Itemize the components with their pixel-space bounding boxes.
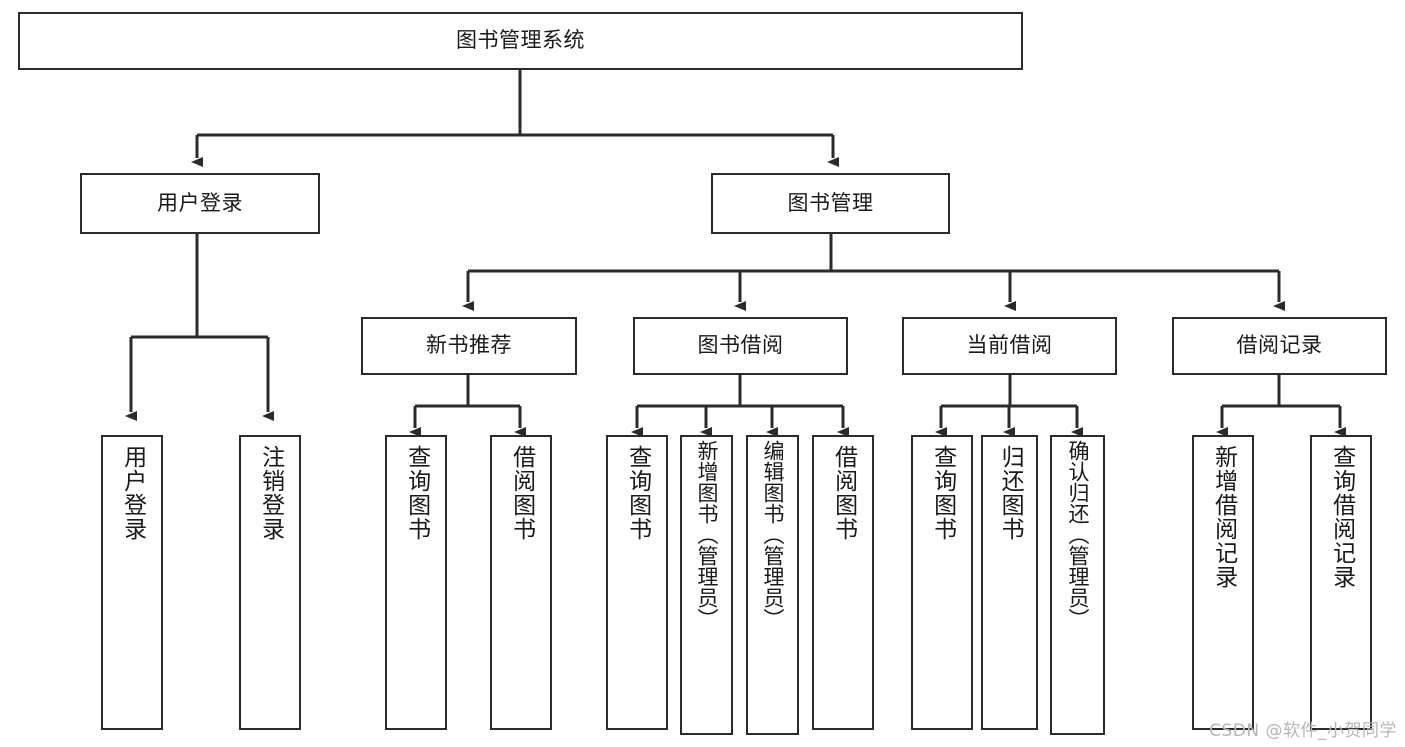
leaf-query-borrow-record[interactable]: 查询借阅记录 <box>1310 435 1372 730</box>
node-label: 确认归还（管理员） <box>1066 440 1091 629</box>
leaf-logout[interactable]: 注销登录 <box>239 435 301 730</box>
leaf-confirm-return-admin[interactable]: 确认归还（管理员） <box>1050 435 1105 735</box>
node-borrow-record[interactable]: 借阅记录 <box>1172 317 1387 375</box>
leaf-add-borrow-record[interactable]: 新增借阅记录 <box>1192 435 1254 730</box>
node-label: 查询借阅记录 <box>1328 445 1355 589</box>
node-label: 图书管理 <box>787 190 874 215</box>
leaf-add-book-admin[interactable]: 新增图书（管理员） <box>680 435 733 735</box>
leaf-borrow-book[interactable]: 借阅图书 <box>812 435 874 730</box>
node-label: 编辑图书（管理员） <box>761 440 786 629</box>
node-label: 新书推荐 <box>426 333 512 358</box>
node-label: 用户登录 <box>157 190 243 215</box>
node-root-system[interactable]: 图书管理系统 <box>18 12 1023 70</box>
csdn-watermark: CSDN @软件_小贺同学 <box>1209 721 1397 741</box>
node-label: 当前借阅 <box>966 333 1053 358</box>
node-label: 归还图书 <box>997 445 1024 541</box>
leaf-query-book-recommend[interactable]: 查询图书 <box>385 435 447 730</box>
node-book-management[interactable]: 图书管理 <box>711 173 950 234</box>
leaf-user-login[interactable]: 用户登录 <box>101 435 163 730</box>
node-label: 用户登录 <box>119 445 146 541</box>
node-user-login[interactable]: 用户登录 <box>80 173 320 234</box>
node-label: 注销登录 <box>257 445 284 541</box>
node-label: 查询图书 <box>624 445 651 541</box>
node-label: 图书借阅 <box>697 333 784 358</box>
node-book-borrow[interactable]: 图书借阅 <box>633 317 848 375</box>
leaf-query-book-borrow[interactable]: 查询图书 <box>606 435 668 730</box>
leaf-borrow-book-recommend[interactable]: 借阅图书 <box>490 435 552 730</box>
node-label: 借阅图书 <box>508 445 535 541</box>
leaf-edit-book-admin[interactable]: 编辑图书（管理员） <box>746 435 799 735</box>
node-label: 借阅记录 <box>1236 333 1323 358</box>
node-current-borrow[interactable]: 当前借阅 <box>902 317 1117 375</box>
node-label: 新增借阅记录 <box>1210 445 1237 589</box>
node-label: 查询图书 <box>403 445 430 541</box>
node-label: 新增图书（管理员） <box>695 440 720 629</box>
node-label: 查询图书 <box>929 445 956 541</box>
leaf-query-book-current[interactable]: 查询图书 <box>911 435 973 730</box>
node-label: 图书管理系统 <box>456 28 585 53</box>
node-new-book-recommend[interactable]: 新书推荐 <box>361 317 577 375</box>
node-label: 借阅图书 <box>830 445 857 541</box>
leaf-return-book[interactable]: 归还图书 <box>981 435 1038 730</box>
